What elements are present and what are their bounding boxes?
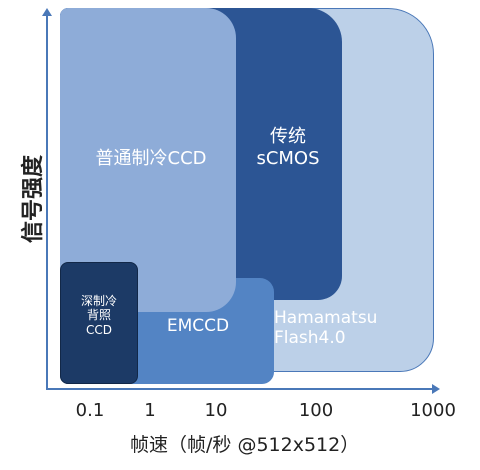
label-back-ccd-line-3: CCD	[86, 322, 112, 337]
label-hamamatsu-flash: Hamamatsu Flash4.0	[274, 308, 424, 349]
x-axis-label: 帧速（帧/秒 @512x512）	[130, 434, 360, 456]
x-tick-0-1: 0.1	[75, 400, 105, 421]
x-tick-1: 1	[144, 400, 156, 421]
label-cooled-ccd: 普通制冷CCD	[95, 148, 207, 169]
label-emccd: EMCCD	[166, 316, 230, 336]
label-hamamatsu-flash-line-2: Flash4.0	[274, 328, 346, 349]
y-axis-line	[46, 14, 48, 390]
label-scmos-line-1: 传统	[270, 126, 306, 147]
label-back-ccd-line-2: 背照	[86, 308, 111, 323]
y-axis-arrow	[42, 8, 52, 16]
region-cooled-ccd	[60, 8, 236, 312]
x-tick-100: 100	[298, 400, 334, 421]
x-tick-10: 10	[204, 400, 228, 421]
label-hamamatsu-flash-line-1: Hamamatsu	[274, 308, 378, 328]
x-axis-line	[46, 388, 434, 390]
region-back-illuminated-ccd	[60, 262, 138, 384]
y-axis-label: 信号强度	[21, 155, 46, 244]
label-scmos-line-2: sCMOS	[256, 147, 320, 169]
label-back-illuminated-ccd: 深制冷 背照 CCD	[60, 294, 138, 337]
label-back-ccd-line-1: 深制冷	[80, 294, 117, 308]
x-tick-1000: 1000	[410, 400, 456, 421]
label-scmos: 传统 sCMOS	[240, 126, 336, 169]
x-axis-arrow	[432, 384, 440, 394]
